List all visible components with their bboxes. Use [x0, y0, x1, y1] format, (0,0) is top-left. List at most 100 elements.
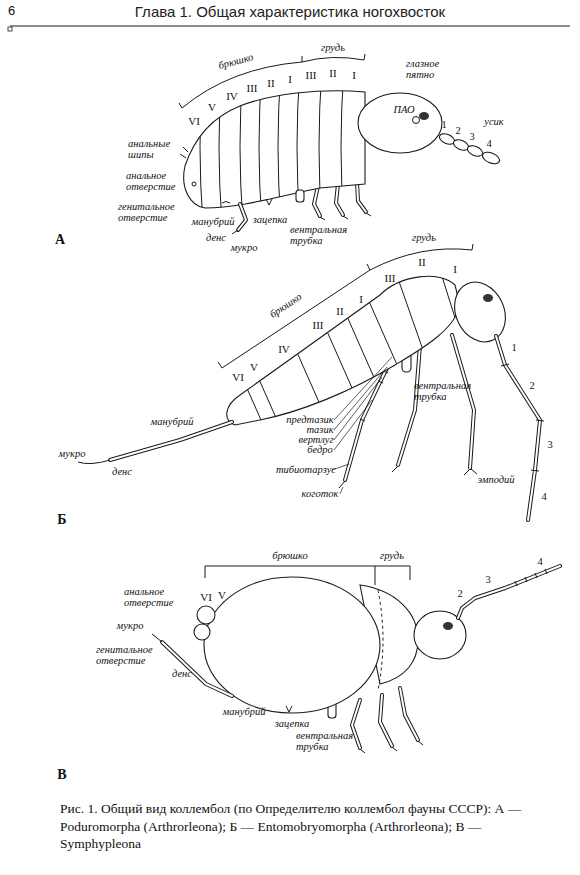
part-label: генитальное отверстие	[118, 202, 182, 223]
antenna-segment	[466, 144, 484, 159]
collembola-a	[180, 68, 501, 234]
antenna-segment-number: 2	[455, 126, 460, 137]
eye-patch	[419, 112, 429, 120]
genital-opening	[222, 202, 230, 204]
antenna-segment-number: 3	[547, 440, 552, 451]
leg	[336, 184, 343, 215]
segment-number: I	[453, 264, 457, 275]
leg	[400, 688, 418, 740]
part-label: анальное отверстие	[124, 587, 176, 608]
part-label: ПАО	[393, 105, 414, 116]
segment-lines	[200, 68, 344, 223]
segment-number: V	[208, 102, 216, 113]
part-label: вентральная трубка	[414, 381, 466, 402]
part-label: денс	[172, 669, 192, 680]
anal-spines	[180, 147, 188, 158]
antenna	[496, 336, 540, 520]
antenna	[458, 566, 560, 618]
mucro	[78, 460, 110, 464]
retinaculum	[266, 199, 272, 205]
figure-letter: А	[55, 233, 65, 247]
segment-line	[378, 590, 383, 690]
furca	[162, 642, 232, 696]
anal-lobe	[197, 606, 215, 624]
part-label: вентральная трубка	[296, 731, 348, 752]
antenna	[458, 566, 560, 618]
part-label: денс	[206, 233, 226, 244]
thorax-bracket	[302, 57, 364, 62]
pao-organ	[413, 117, 420, 124]
segment-number: V	[250, 362, 258, 373]
segment-number: III	[313, 320, 324, 331]
part-label: тибиотарзус	[276, 465, 336, 476]
part-label: манубрий	[223, 707, 266, 718]
eye-patch	[443, 622, 453, 630]
segment-number: VI	[232, 372, 244, 383]
part-label: мукро	[59, 449, 86, 460]
antenna	[496, 336, 540, 520]
ventral-tube	[296, 190, 304, 202]
part-label: манубрий	[151, 417, 194, 428]
claw	[392, 466, 398, 472]
antenna-joint	[501, 364, 544, 471]
figure-letter: Б	[57, 513, 66, 527]
part-label: анальные шипы	[128, 139, 176, 160]
part-label: зацепка	[275, 719, 310, 730]
leg	[398, 345, 420, 465]
segment-number: I	[288, 74, 292, 85]
header-rule	[10, 26, 570, 27]
part-label: анальное отверстие	[126, 171, 178, 192]
part-label: мукро	[117, 621, 144, 632]
leg	[352, 700, 360, 748]
claw	[464, 469, 477, 475]
antenna-segment-number: 4	[486, 139, 491, 150]
furca	[162, 642, 232, 696]
leg	[380, 695, 392, 746]
furca	[110, 422, 232, 460]
part-label: зацепка	[253, 215, 288, 226]
part-label: грудь	[321, 43, 345, 54]
header-mark	[8, 27, 12, 31]
bracket-tick	[472, 244, 473, 250]
retinaculum	[286, 706, 292, 712]
segment-number: I	[352, 70, 356, 81]
collembola-b	[78, 270, 544, 520]
anal-lobe	[194, 624, 210, 640]
leader-line	[332, 357, 392, 494]
segment-number: VI	[188, 116, 200, 127]
segment-number: I	[359, 294, 363, 305]
figure-letter: В	[57, 768, 66, 782]
body-outline	[184, 91, 365, 208]
part-label: генитальное отверстие	[96, 645, 156, 666]
antenna-segment-number: 3	[485, 575, 490, 586]
part-label: манубрий	[192, 217, 235, 228]
furca	[110, 422, 232, 460]
segment-line	[238, 270, 462, 463]
mucro	[232, 230, 238, 234]
leg	[398, 345, 420, 465]
leg	[352, 700, 360, 748]
part-label: эмподий	[477, 475, 514, 486]
mucro	[152, 634, 162, 642]
furca	[238, 204, 246, 230]
part-label: брюшко	[272, 551, 308, 562]
part-label: брюшко	[268, 292, 304, 321]
antenna-segment-number: 2	[457, 589, 462, 600]
antenna-segment-number: 3	[469, 132, 474, 143]
figure-caption: Рис. 1. Общий вид коллембол (по Определи…	[60, 800, 560, 853]
part-label: усик	[484, 117, 503, 128]
claw	[360, 741, 423, 753]
antenna-annulation	[515, 569, 547, 586]
leg	[314, 186, 320, 216]
leg	[380, 695, 392, 746]
body-outline	[227, 276, 460, 425]
antenna-segment	[481, 150, 501, 166]
collembola-c	[152, 566, 560, 753]
leg	[400, 688, 418, 740]
segment-lines	[238, 270, 462, 463]
segment-number: V	[218, 590, 226, 601]
head	[358, 93, 442, 153]
segment-number: II	[336, 306, 343, 317]
